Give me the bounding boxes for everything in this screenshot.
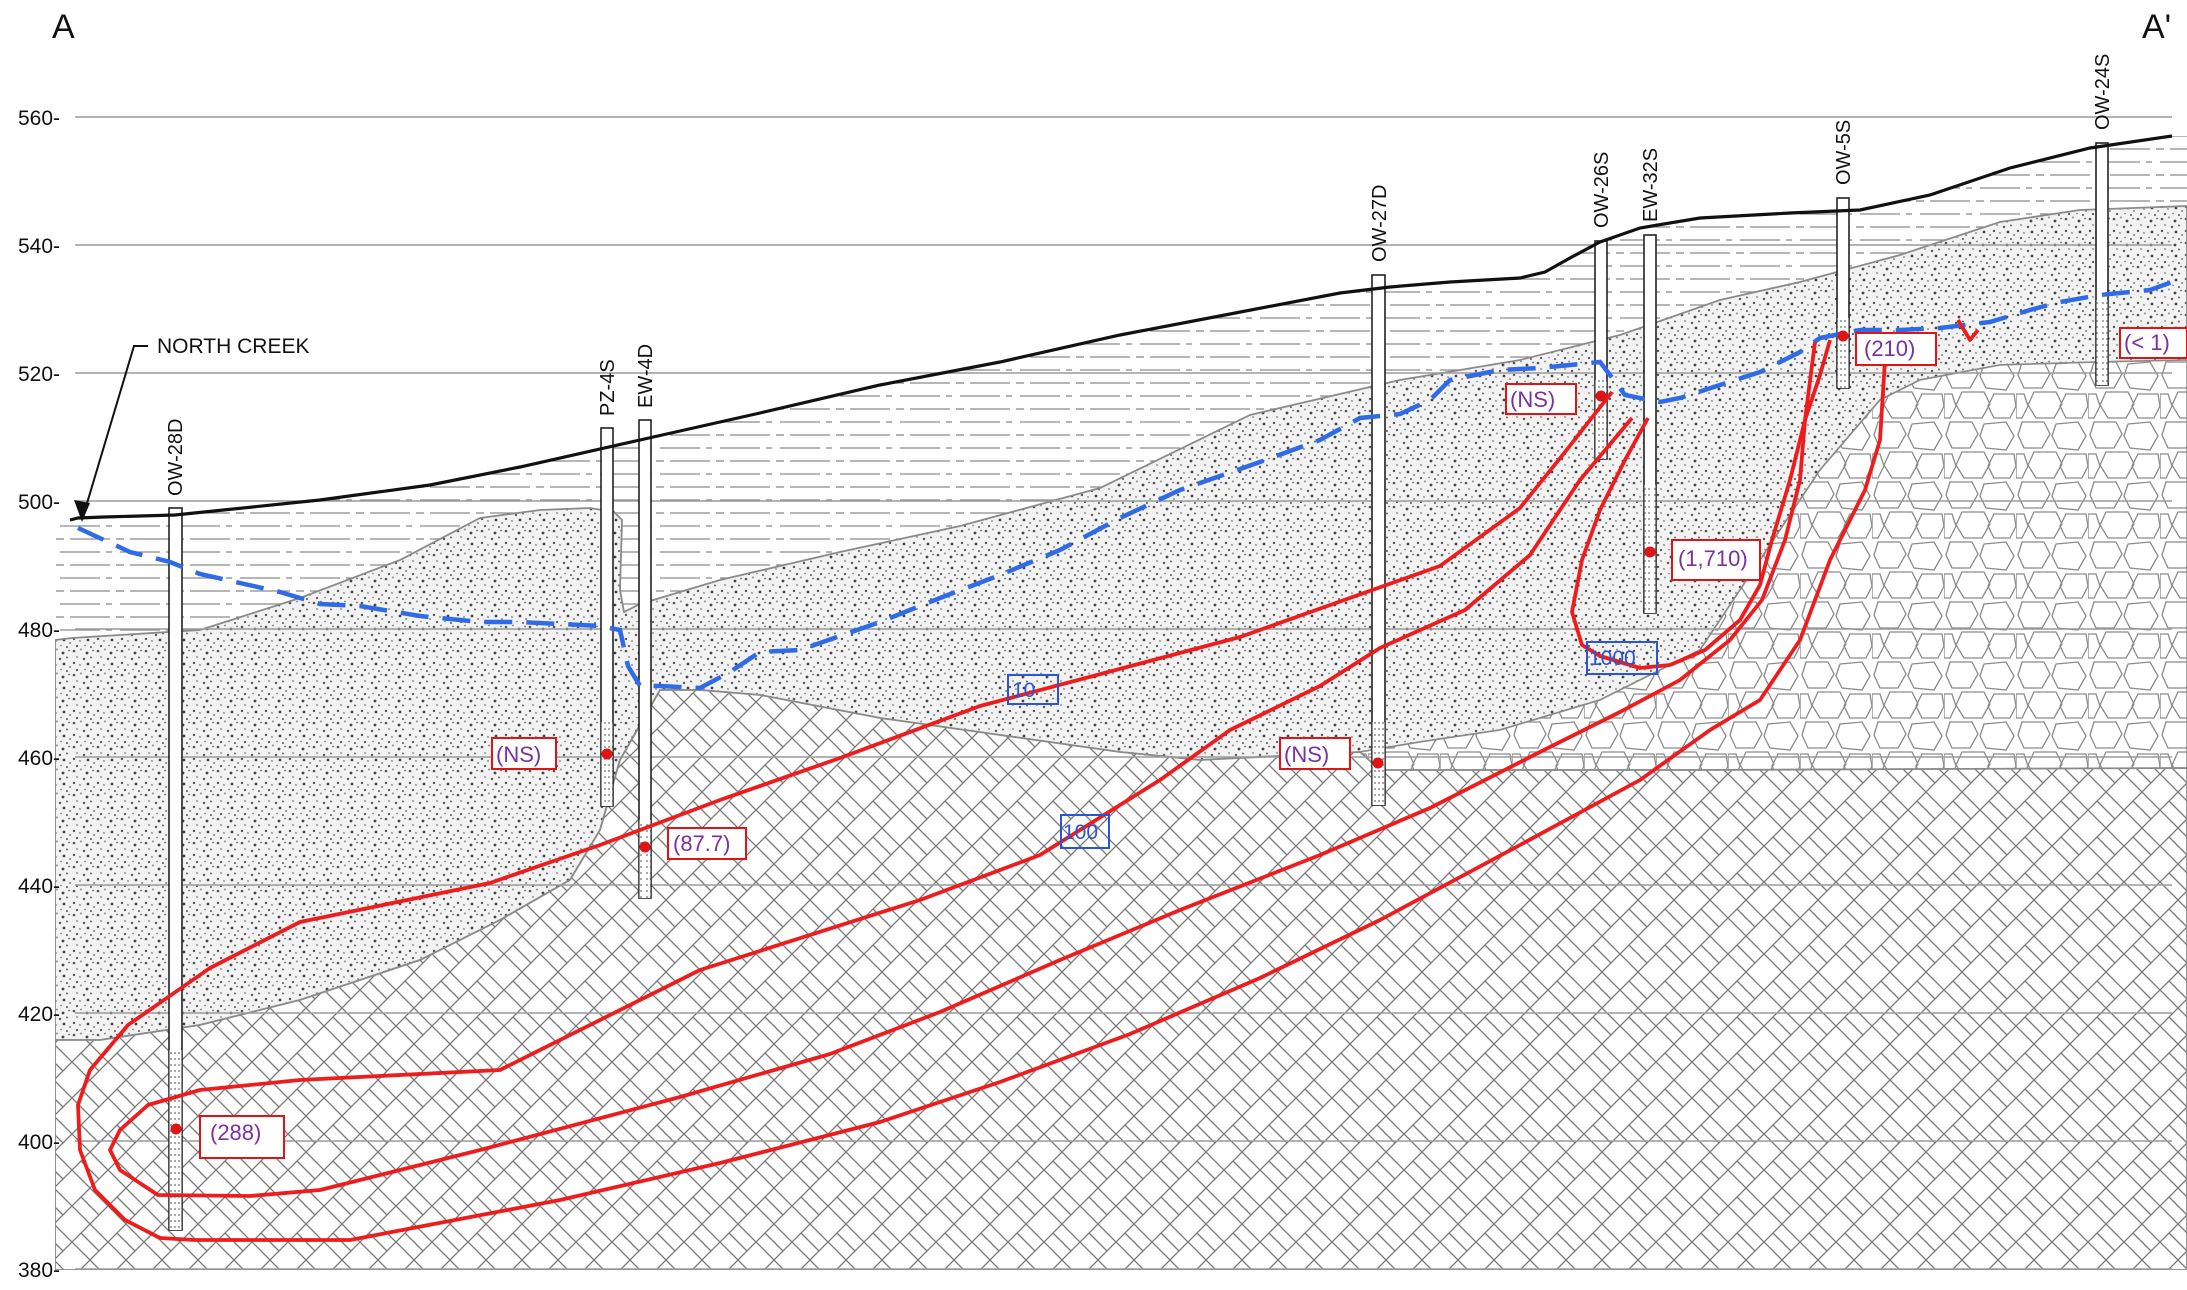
contour-100 [108,341,1817,1198]
elevation-tick-500: 500- [18,491,60,514]
concentration-value: (NS) [1510,387,1555,412]
well-screen [169,1050,182,1230]
sample-points [170,330,1849,1135]
concentration-label-ow-27d: (NS) [1279,737,1351,770]
well-label: OW-5S [1833,120,1855,185]
section-end-label: A' [2142,8,2171,46]
water-table-line [77,279,2173,691]
elevation-tick-540: 540- [18,235,60,258]
elevation-tick-380: 380- [18,1259,60,1282]
concentration-value: (1,710) [1678,546,1748,571]
well-screen [639,820,651,898]
isocontour-value: 100 [1063,821,1098,844]
leader-arrowhead [74,500,90,522]
concentration-label-ow-28d: (288) [199,1115,285,1159]
concentration-label-ew-4d: (87.7) [667,827,747,860]
isocontour-label-10: 10 [1007,674,1059,705]
bedrock-unit [55,689,2187,1270]
concentration-label-ow-24s: (< 1) [2119,327,2187,359]
section-start-label: A [52,8,75,46]
sample-point-ow-27d [1372,757,1384,769]
contour-1000-tip [1956,319,1980,342]
sample-point-ew-32s [1644,546,1656,558]
well-label: OW-28D [165,419,187,496]
well-label: EW-32S [1640,148,1662,222]
leader-line [81,345,148,521]
elevation-tick-560: 560- [18,107,60,130]
elevation-tick-420: 420- [18,1003,60,1026]
concentration-label-ew-32s: (1,710) [1671,539,1761,581]
well-label: OW-24S [2092,54,2114,130]
north-creek-label: NORTH CREEK [157,335,309,358]
isoconcentration-contours [76,319,1980,1242]
elevation-tick-400: 400- [18,1131,60,1154]
well-screen [601,722,613,806]
concentration-labels: (288) (NS) (87.7) (NS) (NS) (1,710) (210… [199,327,2187,1159]
well-screen [1837,318,1849,388]
sample-point-ow-28d [170,1123,182,1135]
well-screen [1595,380,1607,459]
well-label: OW-27D [1369,185,1391,262]
well-ow-24s: OW-24S [2092,54,2114,386]
well-pz-4s: PZ-4S [597,359,619,807]
well-screen [2096,300,2108,385]
concentration-value: (210) [1864,336,1915,361]
well-label: EW-4D [635,344,657,408]
concentration-label-ow-26s: (NS) [1505,383,1577,415]
concentration-label-pz-4s: (NS) [491,737,557,770]
elevation-axis: 560- 540- 520- 500- 480- 460- 440- 420- … [18,107,60,1282]
isocontour-label-1000: 1000 [1586,641,1658,675]
concentration-label-ow-5s: (210) [1855,332,1937,366]
concentration-value: (87.7) [673,831,730,856]
sample-point-ow-26s [1595,390,1607,402]
contour-1000 [1570,339,1832,670]
north-creek-annotation: NORTH CREEK [74,335,309,522]
elevation-gridlines [75,116,2172,1270]
well-ew-4d: EW-4D [635,344,657,899]
isocontour-labels: 10 100 1000 [1007,641,1658,849]
contour-10 [76,359,1887,1242]
well-label: OW-26S [1591,152,1613,228]
isocontour-value: 1000 [1589,647,1636,670]
elevation-tick-440: 440- [18,875,60,898]
isocontour-label-100: 100 [1060,814,1110,849]
well-label: PZ-4S [597,359,619,416]
elevation-tick-480: 480- [18,619,60,642]
isocontour-value: 10 [1012,679,1035,702]
concentration-value: (< 1) [2124,330,2170,355]
ground-surface-line [69,134,2173,522]
concentration-value: (288) [210,1120,261,1145]
elevation-tick-460: 460- [18,747,60,770]
sample-point-ew-4d [639,841,651,853]
sample-point-pz-4s [601,748,613,760]
concentration-value: (NS) [496,742,541,767]
sample-point-ow-5s [1837,330,1849,342]
concentration-value: (NS) [1284,742,1329,767]
elevation-tick-520: 520- [18,363,60,386]
